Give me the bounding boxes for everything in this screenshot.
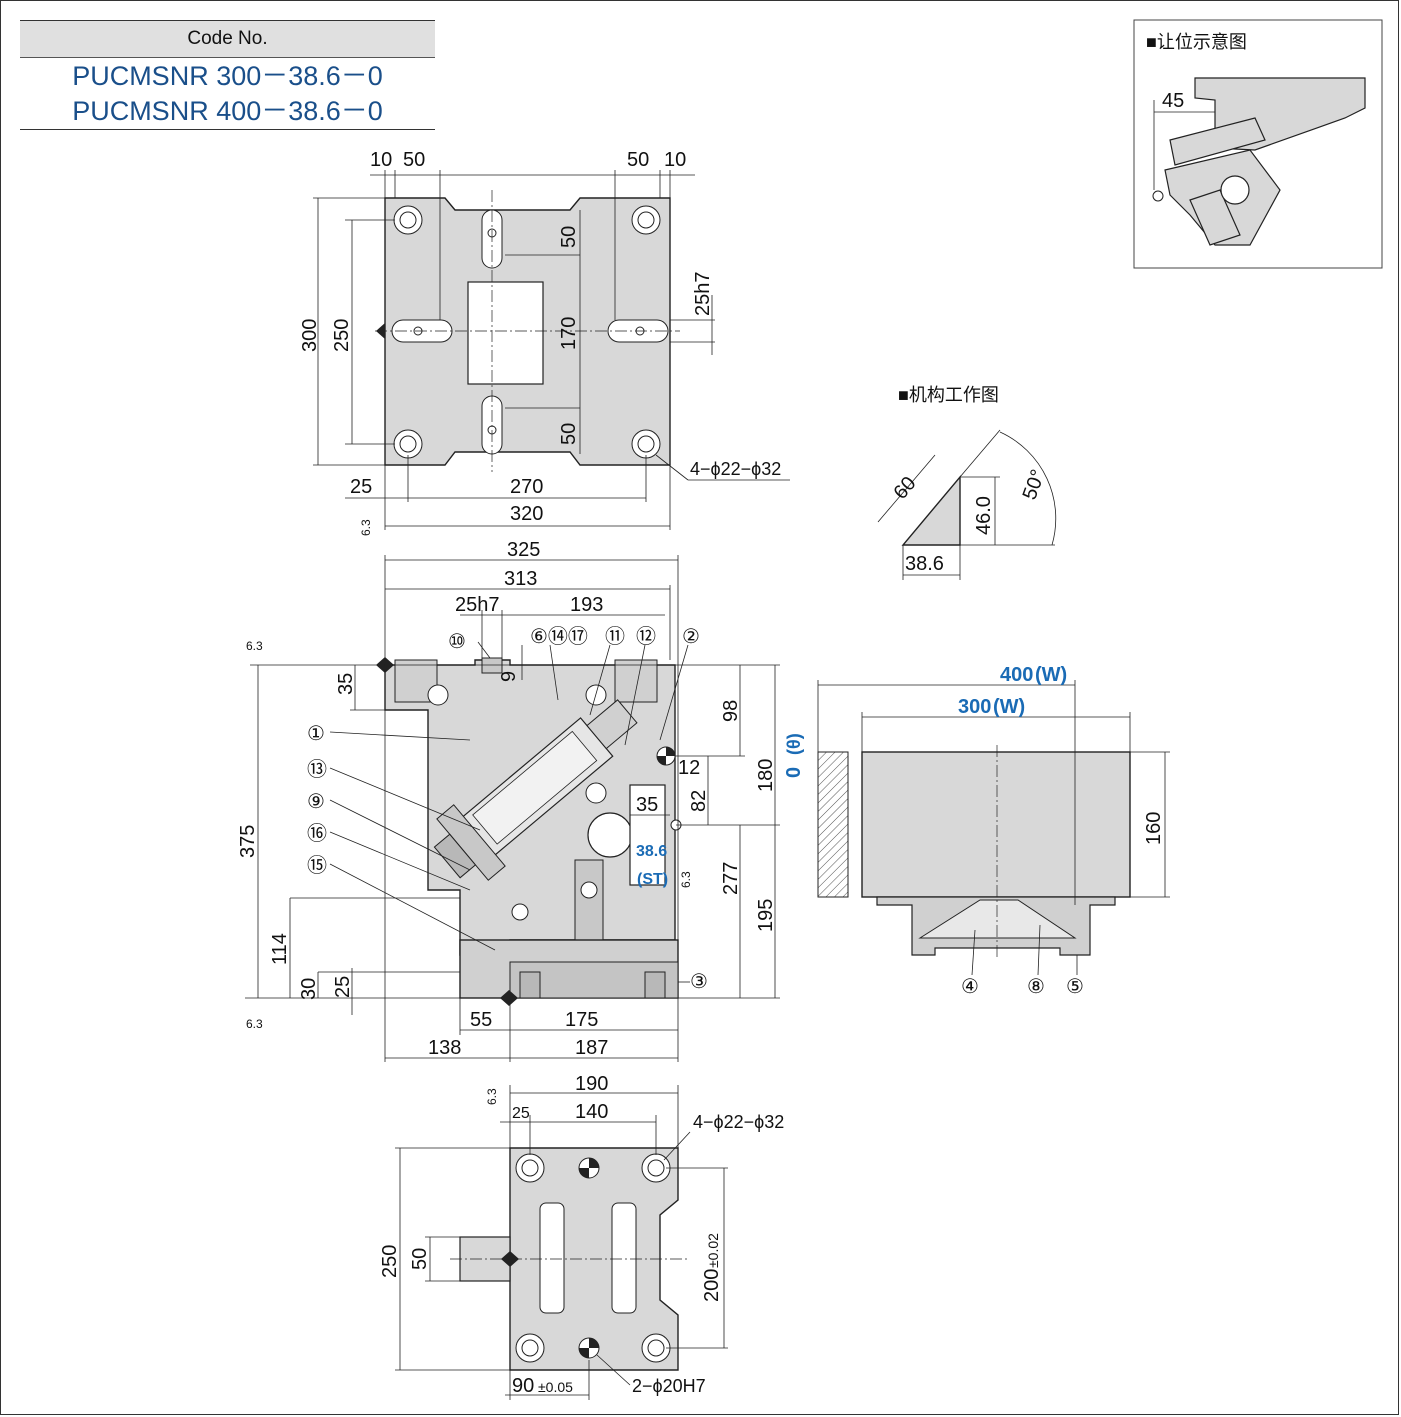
dim-320: 320 bbox=[510, 503, 543, 525]
dim-180: 180 bbox=[755, 759, 777, 792]
dim-138: 138 bbox=[428, 1037, 461, 1059]
stroke-value: 38.6 bbox=[636, 843, 667, 860]
dim-50: 50 bbox=[627, 149, 649, 171]
front-view: 325 313 25h7 193 9 35 98 180 12 82 35 27… bbox=[237, 539, 805, 1062]
balloon-2: ② bbox=[682, 626, 700, 648]
angle-value: 0 bbox=[783, 767, 805, 778]
dim-25: 25 bbox=[350, 476, 372, 498]
balloon-1: ① bbox=[307, 723, 325, 745]
side-view: 400 (W) 300 (W) 160 ④ ⑧ ⑤ bbox=[817, 664, 1170, 998]
dim-35: 35 bbox=[335, 673, 357, 695]
dim-375: 375 bbox=[237, 825, 259, 858]
width-label: (W) bbox=[993, 696, 1025, 718]
dim-50: 50 bbox=[558, 226, 580, 248]
dim-50: 50 bbox=[403, 149, 425, 171]
hole-note: 4−ϕ22−ϕ32 bbox=[690, 459, 781, 479]
dim-25h7: 25h7 bbox=[692, 272, 714, 317]
dim-30: 30 bbox=[298, 978, 320, 1000]
dim-250: 250 bbox=[379, 1245, 401, 1278]
dim-38-6: 38.6 bbox=[905, 553, 944, 575]
dim-98: 98 bbox=[720, 700, 742, 722]
dim-12: 12 bbox=[678, 757, 700, 779]
top-view: 10 50 50 10 300 250 50 170 50 25h7 25 27… bbox=[299, 149, 790, 536]
roughness-6-3: 6.3 bbox=[485, 1088, 499, 1105]
angle-label: (θ) bbox=[784, 733, 804, 755]
bottom-view: 190 25 140 250 50 6.3 4−ϕ22−ϕ32 200 ±0.0… bbox=[379, 1073, 784, 1400]
dim-300: 300 bbox=[299, 319, 321, 352]
balloon-10: ⑩ bbox=[448, 631, 466, 653]
roughness-6-3: 6.3 bbox=[246, 1017, 263, 1031]
dim-200: 200 bbox=[701, 1269, 723, 1302]
clearance-dim: 45 bbox=[1162, 90, 1184, 112]
balloon-5: ⑤ bbox=[1066, 976, 1084, 998]
dim-190: 190 bbox=[575, 1073, 608, 1095]
dim-9: 9 bbox=[498, 671, 520, 682]
balloon-11: ⑪ bbox=[605, 625, 625, 648]
dim-25: 25 bbox=[332, 976, 354, 998]
dim-90: 90 bbox=[512, 1375, 534, 1397]
dim-55: 55 bbox=[470, 1009, 492, 1031]
dim-25: 25 bbox=[512, 1105, 530, 1122]
code-table-header: Code No. bbox=[20, 20, 435, 58]
dim-10: 10 bbox=[664, 149, 686, 171]
dim-200-tolerance: ±0.02 bbox=[705, 1233, 721, 1268]
balloon-9: ⑨ bbox=[307, 791, 325, 813]
balloon-15: ⑮ bbox=[307, 854, 327, 877]
dim-50: 50 bbox=[558, 423, 580, 445]
mechanism-view: ■机构工作图 38.6 60 46.0 50° bbox=[877, 385, 1057, 580]
balloon-16: ⑯ bbox=[307, 822, 327, 845]
balloon-13: ⑬ bbox=[307, 758, 327, 781]
dim-82: 82 bbox=[688, 790, 710, 812]
dim-270: 270 bbox=[510, 476, 543, 498]
dim-170: 170 bbox=[558, 317, 580, 350]
width-300: 300 bbox=[958, 696, 991, 718]
balloon-12: ⑫ bbox=[636, 625, 656, 648]
dim-325: 325 bbox=[507, 539, 540, 561]
dim-10: 10 bbox=[370, 149, 392, 171]
dim-187: 187 bbox=[575, 1037, 608, 1059]
dim-160: 160 bbox=[1143, 812, 1165, 845]
dim-50: 50 bbox=[409, 1248, 431, 1270]
dim-50deg: 50° bbox=[1019, 467, 1050, 503]
code-number: PUCMSNR 400－38.6－0 bbox=[72, 96, 383, 126]
balloon-6-14-17: ⑥⑭⑰ bbox=[530, 625, 588, 648]
roughness-6-3: 6.3 bbox=[359, 519, 373, 536]
dim-193: 193 bbox=[570, 594, 603, 616]
clearance-view-title: ■让位示意图 bbox=[1146, 32, 1247, 52]
dim-35: 35 bbox=[636, 794, 658, 816]
width-label: (W) bbox=[1035, 664, 1067, 686]
roughness-6-3: 6.3 bbox=[679, 871, 693, 888]
balloon-3: ③ bbox=[690, 971, 708, 993]
balloon-8: ⑧ bbox=[1027, 976, 1045, 998]
dim-140: 140 bbox=[575, 1101, 608, 1123]
stroke-label: (ST) bbox=[637, 871, 668, 888]
dim-25h7: 25h7 bbox=[455, 594, 500, 616]
code-number: PUCMSNR 300－38.6－0 bbox=[72, 61, 383, 91]
dim-195: 195 bbox=[755, 899, 777, 932]
width-400: 400 bbox=[1000, 664, 1033, 686]
roughness-6-3: 6.3 bbox=[246, 639, 263, 653]
clearance-view: ■让位示意图 45 bbox=[1133, 19, 1383, 269]
dim-313: 313 bbox=[504, 568, 537, 590]
mechanism-view-title: ■机构工作图 bbox=[898, 385, 999, 405]
dim-114: 114 bbox=[269, 933, 291, 965]
balloon-4: ④ bbox=[961, 976, 979, 998]
dim-250: 250 bbox=[331, 319, 353, 352]
dim-277: 277 bbox=[720, 862, 742, 895]
pin-note: 2−ϕ20H7 bbox=[632, 1376, 706, 1396]
dim-175: 175 bbox=[565, 1009, 598, 1031]
dim-46: 46.0 bbox=[973, 496, 995, 535]
hole-note: 4−ϕ22−ϕ32 bbox=[693, 1112, 784, 1132]
code-table-body: PUCMSNR 300－38.6－0 PUCMSNR 400－38.6－0 bbox=[20, 57, 435, 130]
dim-90-tolerance: ±0.05 bbox=[538, 1379, 573, 1395]
